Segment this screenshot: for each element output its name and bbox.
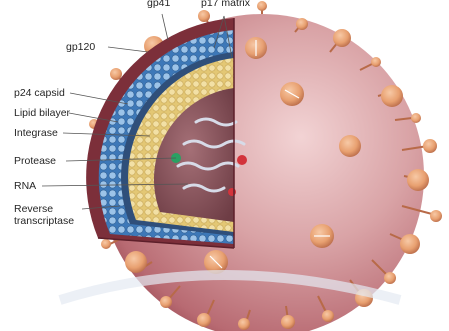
- integrase-dot-icon: [237, 155, 247, 165]
- label-rna: RNA: [14, 181, 36, 192]
- label-transcriptase: transcriptase: [14, 216, 74, 227]
- gp120-spike-icon: [257, 1, 267, 14]
- label-protease: Protease: [14, 156, 56, 167]
- reverse-transcriptase-dot-icon: [228, 188, 236, 196]
- label-p17-matrix: p17 matrix: [201, 0, 250, 9]
- label-integrase: Integrase: [14, 128, 58, 139]
- label-lipid-bilayer: Lipid bilayer: [14, 108, 70, 119]
- label-p24-capsid: p24 capsid: [14, 88, 65, 99]
- label-gp41: gp41: [147, 0, 170, 9]
- label-reverse: Reverse: [14, 204, 53, 215]
- label-gp120: gp120: [66, 42, 95, 53]
